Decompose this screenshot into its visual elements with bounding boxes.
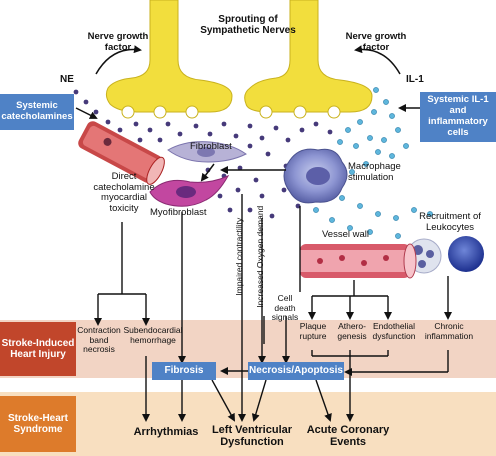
atherogenesis-label: Athero- genesis (337, 321, 367, 341)
left-vessel (78, 121, 165, 185)
endothelial-label: Endothelial dysfunction (372, 321, 416, 341)
systemic-il1-box: Systemic IL-1 and inflammatory cells (420, 92, 496, 142)
increased-oxygen-label: Increased Oxygen demand (255, 205, 266, 308)
cell-death-signals-label: Cell death signals (271, 293, 299, 323)
subendocardial-label: Subendocardial hemorrhage (123, 325, 183, 345)
nerve-terminal-left (105, 0, 233, 119)
leukocyte-right (448, 236, 484, 272)
systemic-catecholamines-box: Systemic catecholamines (0, 94, 74, 130)
heart-injury-label: Stroke-Induced Heart Injury (0, 322, 76, 376)
chronic-inflammation-label: Chronic inflammation (424, 321, 474, 341)
syndrome-band (0, 392, 496, 456)
myofibroblast-cell (149, 174, 230, 207)
recruitment-label: Recruitment of Leukocytes (419, 211, 481, 233)
lv-dysfunction-label: Left Ventricular Dysfunction (211, 424, 293, 449)
nerve-terminal-right (244, 0, 373, 119)
vessel-wall (300, 243, 417, 279)
necrosis-box: Necrosis/Apoptosis (248, 362, 344, 380)
il1-label: IL-1 (406, 74, 424, 85)
syndrome-label: Stroke-Heart Syndrome (0, 396, 76, 452)
plaque-rupture-label: Plaque rupture (299, 321, 327, 341)
ne-label: NE (60, 74, 74, 85)
ngf-right-label: Nerve growth factor (345, 31, 407, 53)
arrhythmias-label: Arrhythmias (133, 426, 199, 438)
macrophage-cell (283, 148, 348, 204)
contraction-band-label: Contraction band necrosis (77, 325, 121, 355)
fibroblast-label: Fibroblast (190, 141, 232, 152)
vessel-wall-label: Vessel wall (322, 229, 369, 240)
fibrosis-box: Fibrosis (152, 362, 216, 380)
impaired-contractility-label: Impaired contractility (234, 217, 245, 296)
macrophage-label: Macrophage stimulation (348, 161, 401, 183)
myofibroblast-label: Myofibroblast (150, 207, 207, 218)
ngf-left-label: Nerve growth factor (87, 31, 149, 53)
coronary-events-label: Acute Coronary Events (306, 424, 390, 449)
sprouting-label: Sprouting of Sympathetic Nerves (200, 14, 296, 37)
direct-toxicity-label: Direct catecholamine myocardial toxicity (93, 171, 155, 214)
fibroblast-cell (167, 141, 247, 163)
